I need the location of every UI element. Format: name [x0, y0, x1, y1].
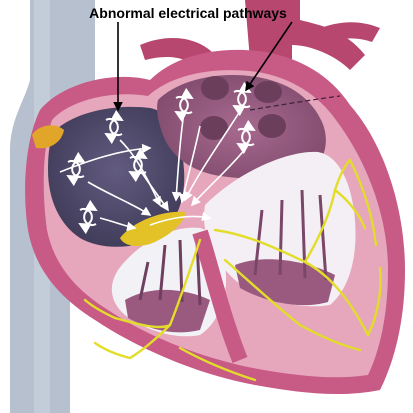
diagram-title: Abnormal electrical pathways: [68, 4, 308, 22]
